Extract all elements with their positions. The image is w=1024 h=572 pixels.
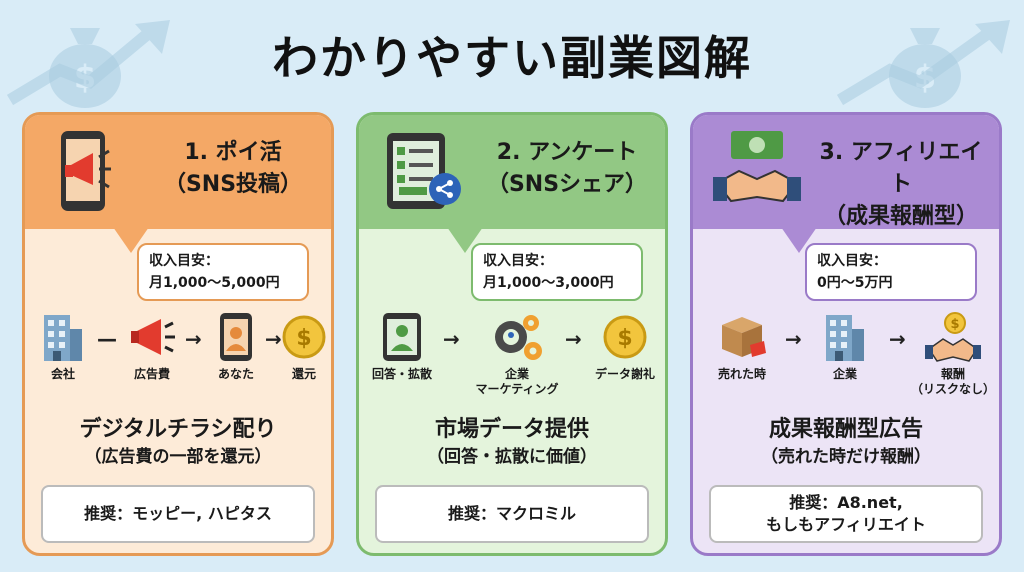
flow-node-reward: $ 報酬 （リスクなし） (907, 311, 999, 397)
flow-arrow: → (265, 327, 282, 351)
card-header: 2. アンケート （SNSシェア） (359, 115, 665, 229)
flow-arrow: → (889, 327, 906, 351)
flow-node-sold: 売れた時 (707, 311, 777, 382)
coin-icon: $ (282, 315, 326, 359)
package-icon (722, 317, 766, 357)
income-bubble: 収入目安： 月1,000～3,000円 (471, 243, 643, 301)
card-affiliate: 3. アフィリエイト （成果報酬型） 収入目安： 0円～5万円 売れた時 → 企… (690, 112, 1002, 556)
income-bubble: 収入目安： 月1,000～5,000円 (137, 243, 309, 301)
megaphone-icon (131, 319, 175, 355)
page-title: わかりやすい副業図解 (272, 31, 752, 85)
flow-node-company-marketing: 企業 マーケティング (467, 311, 567, 397)
flow-arrow: — (97, 327, 117, 351)
card-sub-text: （売れた時だけ報酬） (761, 447, 931, 467)
flow-node-ad-cost: 広告費 (117, 311, 187, 382)
growth-arrow-icon (836, 20, 1010, 106)
card-main-text: 成果報酬型広告 (768, 417, 923, 442)
recommend-box: 推奨：A8.net, もしもアフィリエイト (709, 485, 983, 543)
flow-node-company: 企業 (813, 311, 877, 382)
card-main-text: デジタルチラシ配り (79, 417, 277, 442)
recommend-box: 推奨：マクロミル (375, 485, 649, 543)
handshake-coin-icon: $ (925, 312, 981, 362)
flow-arrow: → (185, 327, 202, 351)
flow-node-reward: $ データ謝礼 (585, 311, 665, 382)
flow-arrow: → (443, 327, 460, 351)
card-survey: 2. アンケート （SNSシェア） 収入目安： 月1,000～3,000円 回答… (356, 112, 668, 556)
card-sub-text: （回答・拡散に価値） (427, 447, 597, 467)
flow-node-company: 会社 (33, 311, 93, 382)
smartphone-megaphone-icon (61, 131, 111, 211)
card-heading: 2. アンケート （SNSシェア） (486, 140, 648, 197)
flow-arrow: → (785, 327, 802, 351)
flow-node-you: あなた (203, 311, 269, 382)
svg-text:$: $ (296, 326, 311, 351)
coin-icon: $ (603, 315, 647, 359)
gears-icon (495, 315, 542, 360)
card-main-text: 市場データ提供 (434, 417, 589, 442)
tablet-share-icon (387, 133, 461, 209)
card-header: 3. アフィリエイト （成果報酬型） (693, 115, 999, 229)
flow-arrow: → (565, 327, 582, 351)
card-heading: 1. ポイ活 （SNS投稿） (163, 140, 303, 197)
tablet-user-icon (383, 313, 421, 361)
phone-person-icon (220, 313, 252, 361)
income-bubble: 収入目安： 0円～5万円 (805, 243, 977, 301)
handshake-money-icon (713, 131, 801, 203)
flow-node-return: $ 還元 (279, 311, 329, 382)
svg-text:$: $ (950, 317, 959, 332)
card-poikatsu: 1. ポイ活 （SNS投稿） 収入目安： 月1,000～5,000円 会社 — … (22, 112, 334, 556)
recommend-box: 推奨：モッピー, ハピタス (41, 485, 315, 543)
card-sub-text: （広告費の一部を還元） (84, 447, 272, 467)
building-icon (44, 315, 82, 361)
growth-arrow-icon (6, 20, 170, 106)
flow-node-answer: 回答・拡散 (365, 311, 439, 382)
card-heading: 3. アフィリエイト （成果報酬型） (819, 140, 983, 229)
building-icon (826, 315, 864, 361)
svg-text:$: $ (617, 326, 632, 351)
card-header: 1. ポイ活 （SNS投稿） (25, 115, 331, 229)
